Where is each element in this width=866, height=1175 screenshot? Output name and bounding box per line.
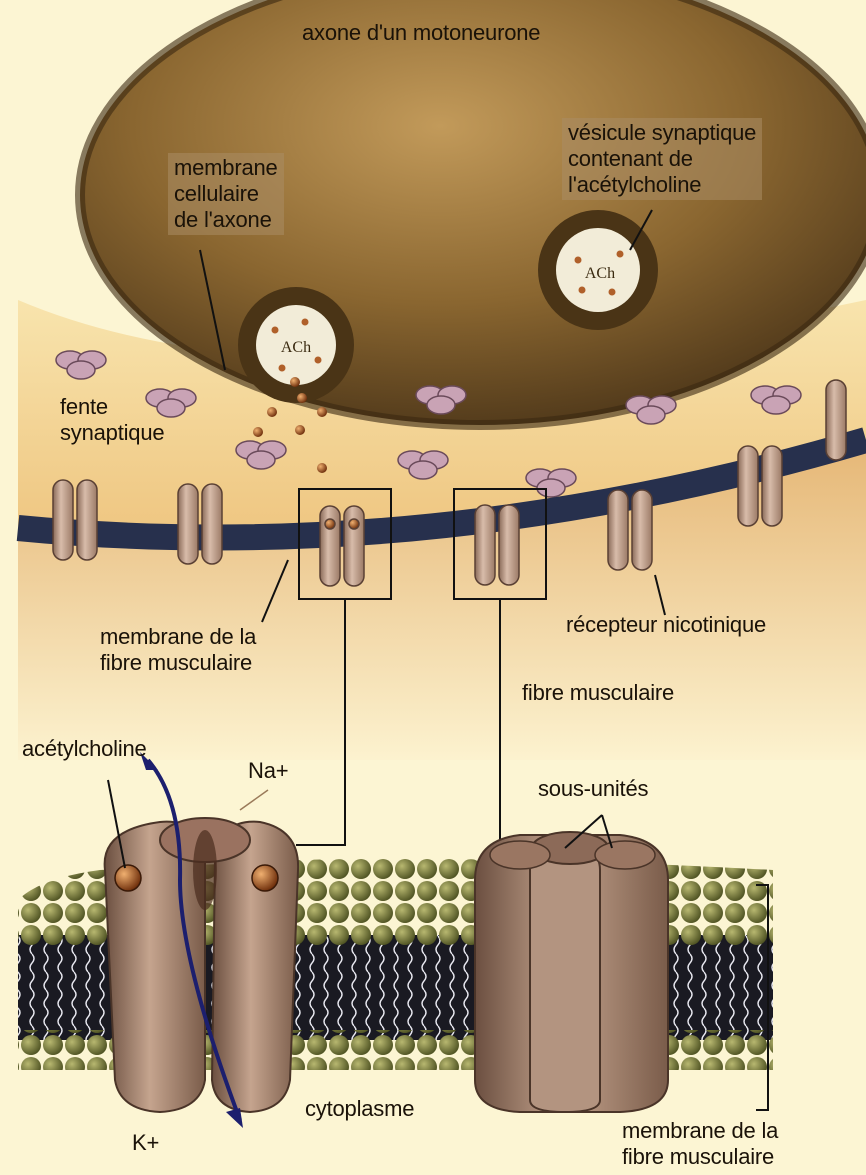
receptor-open-detail bbox=[105, 818, 298, 1112]
label-vesicle: vésicule synaptique contenant de l'acéty… bbox=[562, 118, 762, 200]
receptor-subunits-detail bbox=[475, 832, 668, 1112]
synaptic-vesicle: ACh bbox=[538, 210, 658, 330]
ach-label-2: ACh bbox=[585, 265, 615, 282]
label-subunits: sous-unités bbox=[538, 776, 648, 802]
label-acetylcholine: acétylcholine bbox=[22, 736, 147, 762]
label-muscle-fiber: fibre musculaire bbox=[522, 680, 674, 706]
label-sodium: Na+ bbox=[248, 758, 288, 784]
label-cytoplasm: cytoplasme bbox=[305, 1096, 414, 1122]
label-receptor: récepteur nicotinique bbox=[566, 612, 766, 638]
label-potassium: K+ bbox=[132, 1130, 159, 1156]
label-muscle-membrane-top: membrane de la fibre musculaire bbox=[100, 624, 256, 676]
ach-label-1: ACh bbox=[281, 339, 311, 356]
label-axon: axone d'un motoneurone bbox=[302, 20, 540, 46]
label-muscle-membrane-bottom: membrane de la fibre musculaire bbox=[622, 1118, 778, 1170]
label-axon-membrane: membrane cellulaire de l'axone bbox=[168, 153, 284, 235]
label-synaptic-cleft: fente synaptique bbox=[60, 394, 164, 446]
